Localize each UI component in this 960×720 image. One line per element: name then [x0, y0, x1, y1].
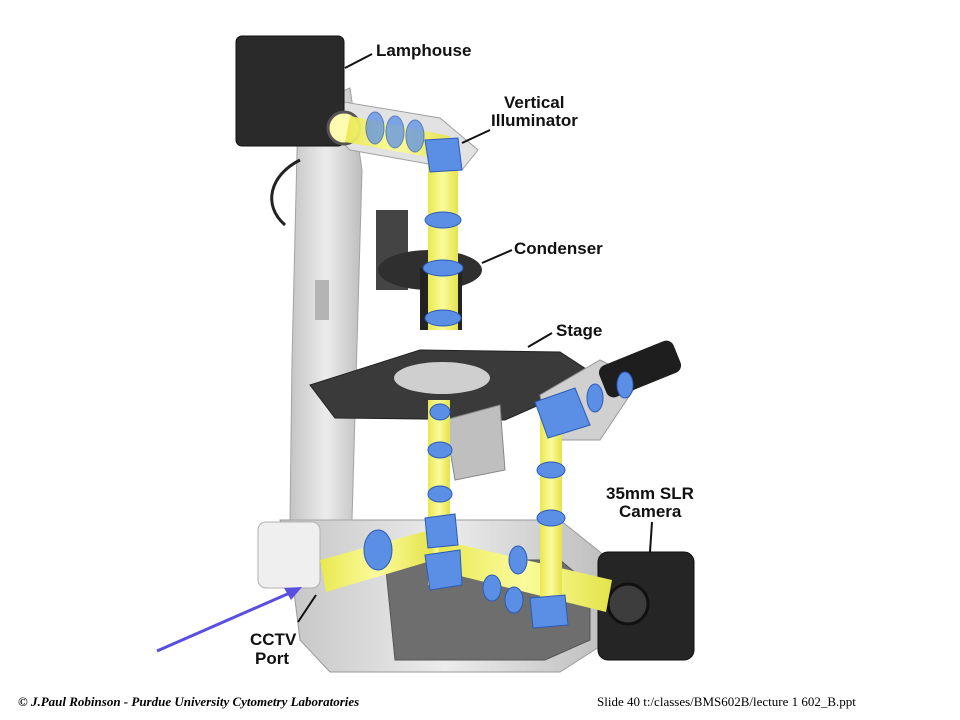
pointer-arrow-shaft [156, 590, 293, 653]
label-condenser: Condenser [514, 239, 603, 258]
cctv-relay-lens [363, 529, 393, 571]
camera-relay-lens-2 [482, 574, 502, 602]
leader-condenser [481, 249, 513, 264]
footer-slide-info: Slide 40 t:/classes/BMS602B/lecture 1 60… [597, 694, 856, 709]
collector-lens-2 [385, 115, 405, 149]
collector-lens-1 [365, 111, 385, 145]
label-vertical-illuminator-line1: Vertical [504, 93, 565, 112]
leader-lamphouse [344, 53, 373, 69]
label-stage: Stage [556, 321, 602, 340]
power-cable [270, 158, 301, 227]
cctv-pointer-arrow [156, 587, 302, 653]
field-lens [424, 211, 462, 229]
lower-prism [424, 549, 463, 591]
label-cctv-line2: Port [255, 649, 289, 668]
leader-stage [527, 332, 553, 348]
leader-lines [297, 53, 653, 623]
camera-relay-lens-3 [504, 586, 524, 614]
eyepiece-prism [534, 387, 591, 439]
eyepiece-lens-4 [616, 371, 634, 399]
eyepiece-lens-1 [536, 461, 566, 479]
pillar-slots [315, 280, 329, 320]
relay-lens [427, 485, 453, 503]
camera-port-prism [529, 594, 569, 629]
label-camera-line2: Camera [619, 502, 682, 521]
condenser-lens-upper [422, 259, 464, 277]
beam-splitter-prism [424, 513, 459, 549]
label-lamphouse: Lamphouse [376, 41, 471, 60]
camera-relay-lens-1 [508, 545, 528, 575]
label-camera-line1: 35mm SLR [606, 484, 694, 503]
tube-lens [427, 441, 453, 459]
collector-lens-3 [405, 119, 425, 153]
light-beam-to-camera [436, 540, 612, 612]
lamphouse-box [235, 35, 345, 147]
objective-turret [444, 404, 506, 481]
cctv-port-housing [257, 521, 321, 589]
eyepiece-lens-3 [586, 383, 604, 413]
condenser-lens-lower [424, 309, 462, 327]
objective-lens [429, 403, 451, 421]
light-beam-vertical-top [428, 150, 458, 330]
slr-camera-lens [606, 582, 650, 626]
eyepiece-lens-2 [536, 509, 566, 527]
part-labels: Lamphouse Vertical Illuminator Condenser… [250, 41, 694, 668]
illuminator-mirror [424, 137, 463, 173]
leader-cctv [297, 594, 317, 623]
stage-aperture [394, 362, 490, 394]
optical-elements [363, 111, 634, 629]
label-vertical-illuminator-line2: Illuminator [491, 111, 578, 130]
eyepiece-tube [598, 340, 682, 398]
leader-camera [649, 521, 653, 553]
label-cctv-line1: CCTV [250, 630, 297, 649]
footer-copyright: © J.Paul Robinson - Purdue University Cy… [18, 694, 360, 709]
leader-vertical-illuminator [461, 129, 491, 144]
pointer-arrow-head [284, 587, 302, 600]
